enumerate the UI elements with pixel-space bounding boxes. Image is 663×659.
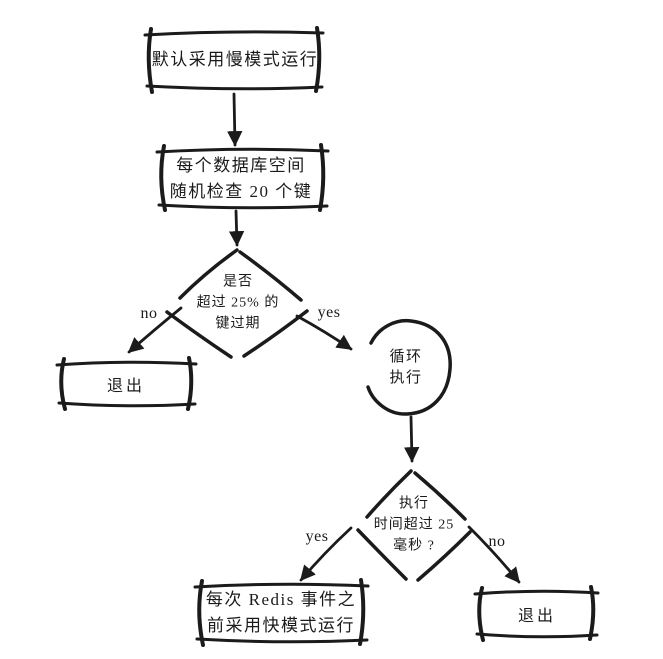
exit-right-box-shape	[473, 585, 600, 642]
fast-node-label: 每次 Redis 事件之 前采用快模式运行	[205, 590, 357, 635]
decision1-yes-edge-label: yes	[317, 304, 341, 321]
decision2-yes-edge-label: yes	[305, 528, 329, 545]
sample-box-shape	[155, 143, 330, 212]
decision1-no-edge-label: no	[140, 305, 158, 322]
decision2-diamond-shape	[356, 469, 472, 582]
loop-node-label: 循环 执行	[389, 349, 423, 386]
loop-circle-shape	[366, 318, 452, 416]
start-node-label: 默认采用慢模式运行	[151, 50, 319, 69]
exit-right-node-label: 退出	[517, 608, 557, 625]
start-box-shape	[143, 26, 325, 94]
exit-left-node-label: 退出	[106, 378, 146, 395]
decision1-node-label: 是否 超过 25% 的 键过期	[196, 274, 280, 332]
arrow-decision2-yes	[299, 526, 353, 582]
arrow-sample-to-decision1	[228, 209, 245, 247]
sample-node-label: 每个数据库空间 随机检查 20 个键	[169, 156, 313, 201]
arrow-loop-to-decision2	[403, 415, 420, 463]
decision2-no-edge-label: no	[488, 533, 506, 550]
fast-box-shape	[193, 578, 370, 647]
arrow-decision2-no	[467, 525, 521, 584]
arrow-decision1-no	[127, 306, 183, 354]
arrow-start-to-sample	[227, 92, 243, 147]
arrow-decision1-yes	[295, 314, 353, 351]
exit-left-box-shape	[55, 356, 198, 411]
decision2-node-label: 执行 时间超过 25 毫秒 ?	[373, 496, 455, 554]
